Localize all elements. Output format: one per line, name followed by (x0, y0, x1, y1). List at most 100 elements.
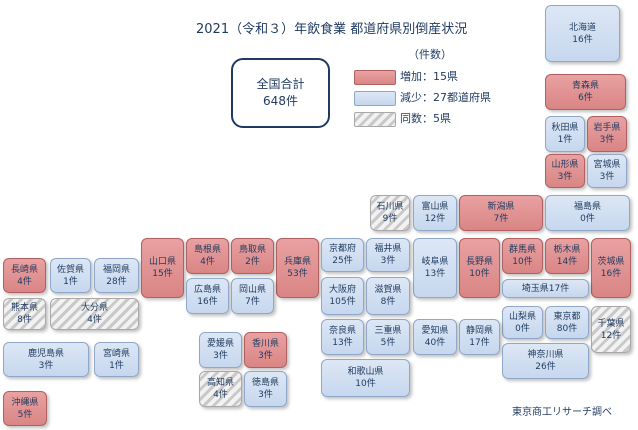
prefecture-name: 長崎県 (10, 264, 38, 275)
prefecture-name: 神奈川県 (527, 350, 564, 360)
prefecture-tile: 香川県 3件 (244, 332, 287, 368)
prefecture-name: 京都府 (328, 244, 356, 254)
prefecture-count: 16件 (572, 34, 593, 45)
prefecture-count: 12件 (424, 214, 446, 224)
prefecture-count: 8件 (380, 297, 396, 307)
prefecture-name: 岐阜県 (421, 257, 449, 267)
prefecture-count: 40件 (424, 338, 446, 348)
prefecture-tile: 岩手県 3件 (587, 116, 627, 152)
prefecture-name: 宮崎県 (102, 348, 130, 359)
prefecture-name: 大分県 (80, 303, 108, 313)
prefecture-count: 13件 (332, 338, 353, 348)
national-total-value: 648件 (263, 94, 298, 108)
prefecture-tile: 広島県 16件 (186, 278, 229, 314)
prefecture-name: 長野県 (465, 257, 493, 267)
prefecture-count: 3件 (557, 172, 573, 182)
prefecture-count: 8件 (17, 315, 32, 325)
prefecture-name: 石川県 (376, 202, 404, 212)
prefecture-count: 7件 (245, 297, 260, 307)
prefecture-count: 7件 (493, 214, 509, 224)
prefecture-tile: 神奈川県 26件 (502, 343, 589, 379)
prefecture-name: 愛知県 (421, 326, 449, 336)
prefecture-tile: 愛知県 40件 (413, 319, 457, 355)
prefecture-count: 3件 (38, 360, 54, 371)
prefecture-count: 26件 (535, 362, 556, 372)
prefecture-tile: 熊本県 8件 (3, 298, 46, 330)
prefecture-count: 3件 (380, 256, 396, 266)
prefecture-name: 岩手県 (593, 123, 621, 133)
source-note: 東京商工リサーチ調べ (512, 407, 612, 418)
prefecture-name: 沖縄県 (11, 397, 39, 408)
prefecture-name: 福岡県 (102, 264, 130, 275)
prefecture-name: 山梨県 (508, 311, 536, 322)
prefecture-tile: 長野県 10件 (459, 238, 500, 298)
legend-swatch-decrease (354, 91, 396, 106)
prefecture-count: 3件 (599, 172, 615, 182)
prefecture-count: 4件 (87, 315, 102, 325)
legend-label-same: 同数：5県 (400, 112, 451, 125)
prefecture-count: 13件 (424, 269, 446, 279)
legend-label-decrease: 減少：27都道府県 (400, 91, 491, 104)
chart-title: 2021（令和３）年飲食業 都道府県別倒産状況 (196, 22, 468, 37)
prefecture-name: 佐賀県 (56, 264, 84, 275)
prefecture-count: 3件 (258, 390, 273, 400)
prefecture-count: 1件 (63, 276, 78, 287)
national-total-box: 全国合計 648件 (231, 58, 330, 128)
prefecture-count: 12件 (600, 330, 622, 341)
prefecture-name: 愛媛県 (206, 339, 234, 349)
legend-swatch-increase (354, 70, 396, 85)
prefecture-tile: 岐阜県 13件 (413, 238, 457, 298)
prefecture-count: 10件 (469, 269, 490, 279)
prefecture-count: 15件 (152, 269, 173, 279)
prefecture-count: 16件 (197, 297, 218, 307)
prefecture-name: 徳島県 (251, 378, 279, 388)
legend-swatch-same (354, 112, 396, 127)
prefecture-count: 3件 (599, 135, 615, 145)
prefecture-name: 鳥取県 (238, 245, 266, 255)
prefecture-name: 広島県 (193, 285, 221, 295)
prefecture-name: 富山県 (421, 202, 449, 212)
prefecture-name: 北海道 (568, 22, 596, 33)
prefecture-name: 茨城県 (597, 257, 625, 267)
prefecture-name: 兵庫県 (283, 257, 311, 267)
prefecture-count: 25件 (332, 256, 353, 266)
prefecture-count: 17件 (469, 338, 490, 348)
prefecture-name: 大阪府 (328, 285, 356, 295)
prefecture-count: 10件 (512, 257, 533, 267)
prefecture-count: 28件 (106, 276, 127, 287)
prefecture-count: 1件 (557, 135, 573, 145)
prefecture-name: 鹿児島県 (27, 348, 64, 359)
prefecture-name: 熊本県 (10, 303, 38, 313)
prefecture-count: 80件 (556, 323, 578, 334)
prefecture-name: 東京都 (553, 311, 581, 322)
prefecture-count: 0件 (515, 323, 530, 334)
prefecture-tile: 福井県 3件 (366, 238, 410, 272)
prefecture-name: 福井県 (374, 244, 402, 254)
prefecture-name: 香川県 (251, 339, 279, 349)
prefecture-count: 3件 (258, 351, 273, 361)
prefecture-name: 栃木県 (553, 245, 581, 255)
